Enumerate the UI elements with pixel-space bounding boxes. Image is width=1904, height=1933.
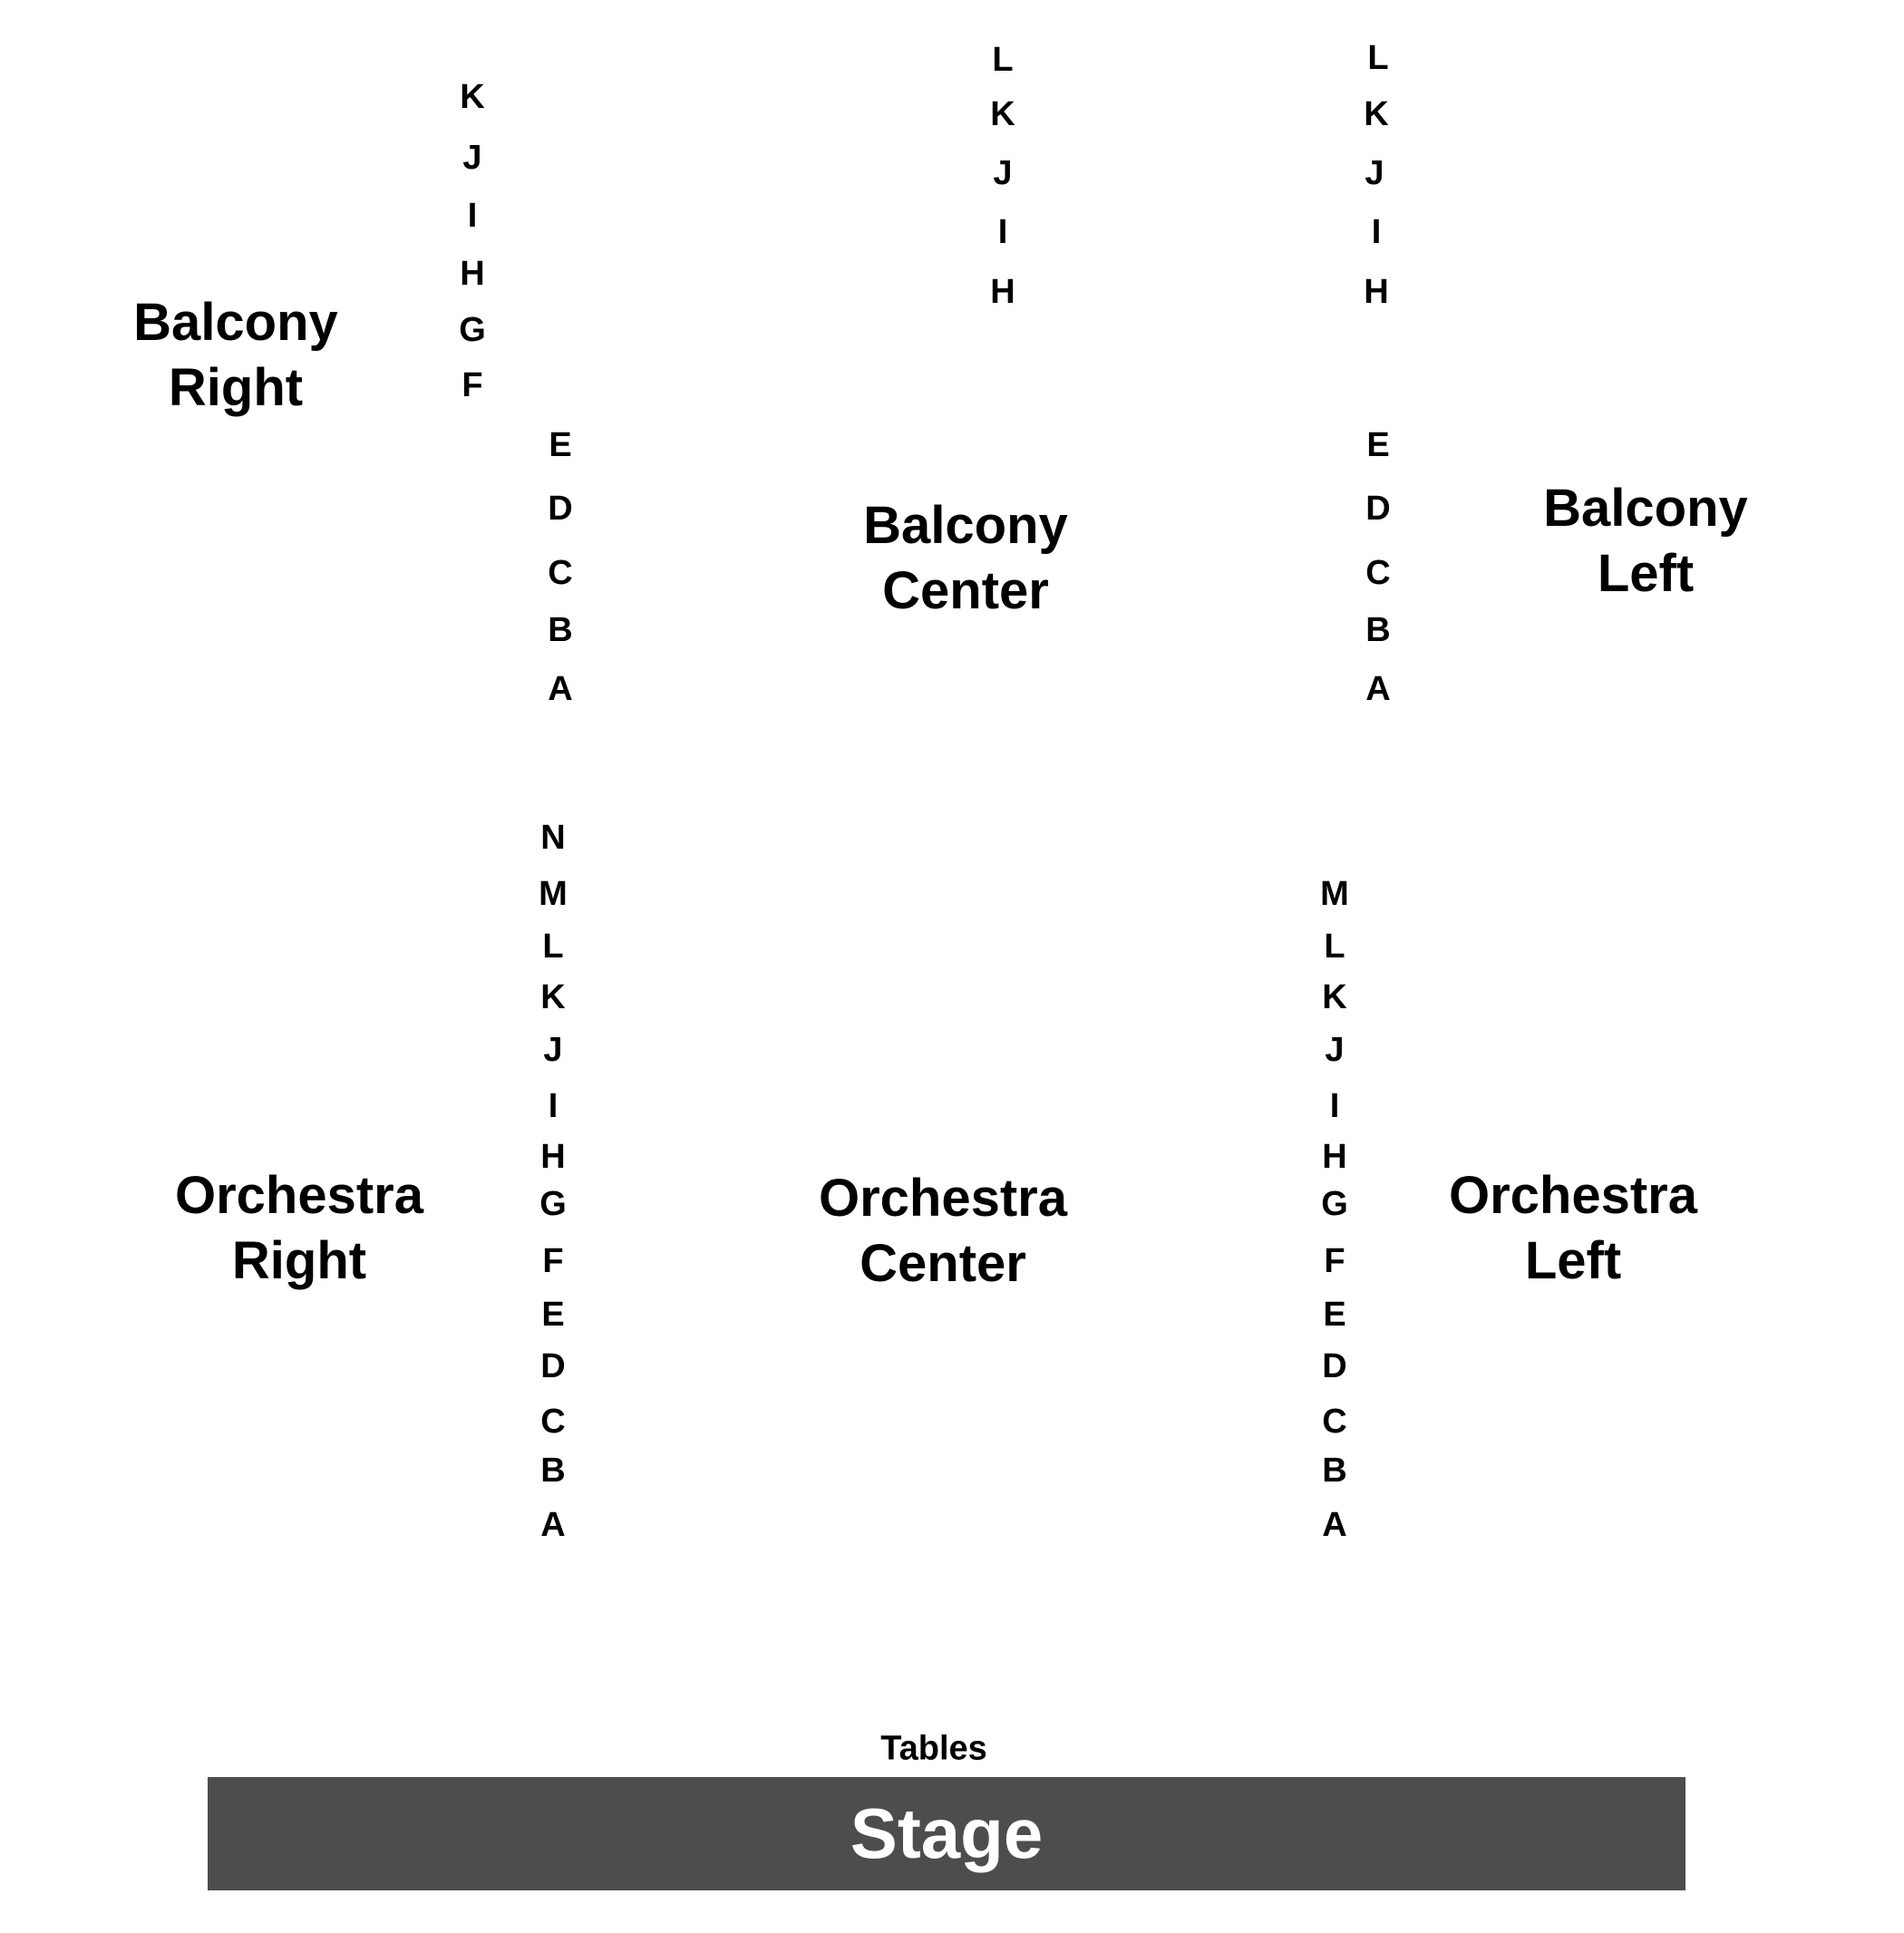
- section-orchestra-center[interactable]: Orchestra Center: [798, 1166, 1088, 1297]
- row-label: K: [1364, 95, 1389, 133]
- section-orchestra-right[interactable]: Orchestra Right: [154, 1163, 444, 1294]
- section-label-line: Right: [168, 358, 304, 417]
- row-label: H: [460, 255, 485, 293]
- row-label: F: [1324, 1242, 1345, 1280]
- row-label: J: [543, 1031, 563, 1069]
- section-label-line: Balcony: [1543, 479, 1748, 538]
- row-label: H: [990, 273, 1015, 311]
- row-label: I: [997, 213, 1008, 251]
- row-label: D: [548, 490, 573, 528]
- row-label: J: [1325, 1031, 1345, 1069]
- row-label: C: [1365, 554, 1391, 592]
- row-label: G: [459, 311, 486, 349]
- row-label: I: [1329, 1087, 1340, 1125]
- row-label: L: [542, 928, 564, 966]
- row-label: I: [548, 1087, 559, 1125]
- row-label: L: [992, 41, 1014, 79]
- row-label: L: [1367, 39, 1389, 77]
- section-label-line: Left: [1597, 544, 1695, 603]
- section-label-line: Center: [860, 1234, 1026, 1293]
- row-label: K: [460, 78, 485, 116]
- section-label-line: Balcony: [863, 496, 1068, 555]
- row-label: B: [548, 611, 573, 649]
- stage-label: Stage: [850, 1793, 1044, 1873]
- row-label: K: [540, 978, 566, 1016]
- section-label-line: Balcony: [133, 293, 338, 352]
- section-balcony-center[interactable]: Balcony Center: [843, 493, 1088, 624]
- row-label: M: [1320, 875, 1349, 913]
- section-orchestra-left[interactable]: Orchestra Left: [1428, 1163, 1718, 1294]
- row-label: E: [549, 426, 572, 464]
- section-label-line: Orchestra: [1448, 1166, 1698, 1225]
- row-label: H: [540, 1138, 566, 1176]
- row-label: E: [1366, 426, 1390, 464]
- row-label: A: [1322, 1506, 1347, 1544]
- section-balcony-right[interactable]: Balcony Right: [118, 290, 354, 421]
- row-label: I: [1371, 213, 1382, 251]
- row-label: D: [1365, 490, 1391, 528]
- row-label: F: [542, 1242, 564, 1280]
- row-label: I: [467, 197, 478, 235]
- row-label: A: [548, 670, 573, 708]
- row-label: G: [539, 1185, 567, 1223]
- row-label: E: [541, 1296, 565, 1334]
- row-label: L: [1324, 928, 1345, 966]
- row-label: G: [1321, 1185, 1348, 1223]
- row-label: C: [1322, 1403, 1347, 1441]
- row-label: M: [539, 875, 568, 913]
- row-label: A: [540, 1506, 566, 1544]
- row-label: N: [540, 819, 566, 857]
- row-label: B: [1365, 611, 1391, 649]
- row-label: A: [1365, 670, 1391, 708]
- section-label-line: Center: [882, 561, 1049, 620]
- section-label-line: Orchestra: [174, 1166, 424, 1225]
- row-label: J: [462, 139, 482, 177]
- row-label: F: [461, 366, 483, 404]
- section-label-line: Orchestra: [818, 1169, 1068, 1228]
- row-label: E: [1323, 1296, 1346, 1334]
- stage: Stage: [208, 1777, 1685, 1890]
- row-label: B: [540, 1452, 566, 1490]
- row-label: H: [1322, 1138, 1347, 1176]
- row-label: H: [1364, 273, 1389, 311]
- row-label: C: [540, 1403, 566, 1441]
- section-balcony-left[interactable]: Balcony Left: [1523, 476, 1768, 607]
- row-label: J: [1365, 154, 1384, 192]
- row-label: D: [1322, 1347, 1347, 1385]
- row-label: J: [993, 154, 1013, 192]
- row-label: K: [1322, 978, 1347, 1016]
- section-label-line: Left: [1524, 1231, 1622, 1290]
- row-label: K: [990, 95, 1015, 133]
- tables-label: Tables: [880, 1729, 987, 1768]
- row-label: C: [548, 554, 573, 592]
- row-label: D: [540, 1347, 566, 1385]
- section-label-line: Right: [231, 1231, 367, 1290]
- row-label: B: [1322, 1452, 1347, 1490]
